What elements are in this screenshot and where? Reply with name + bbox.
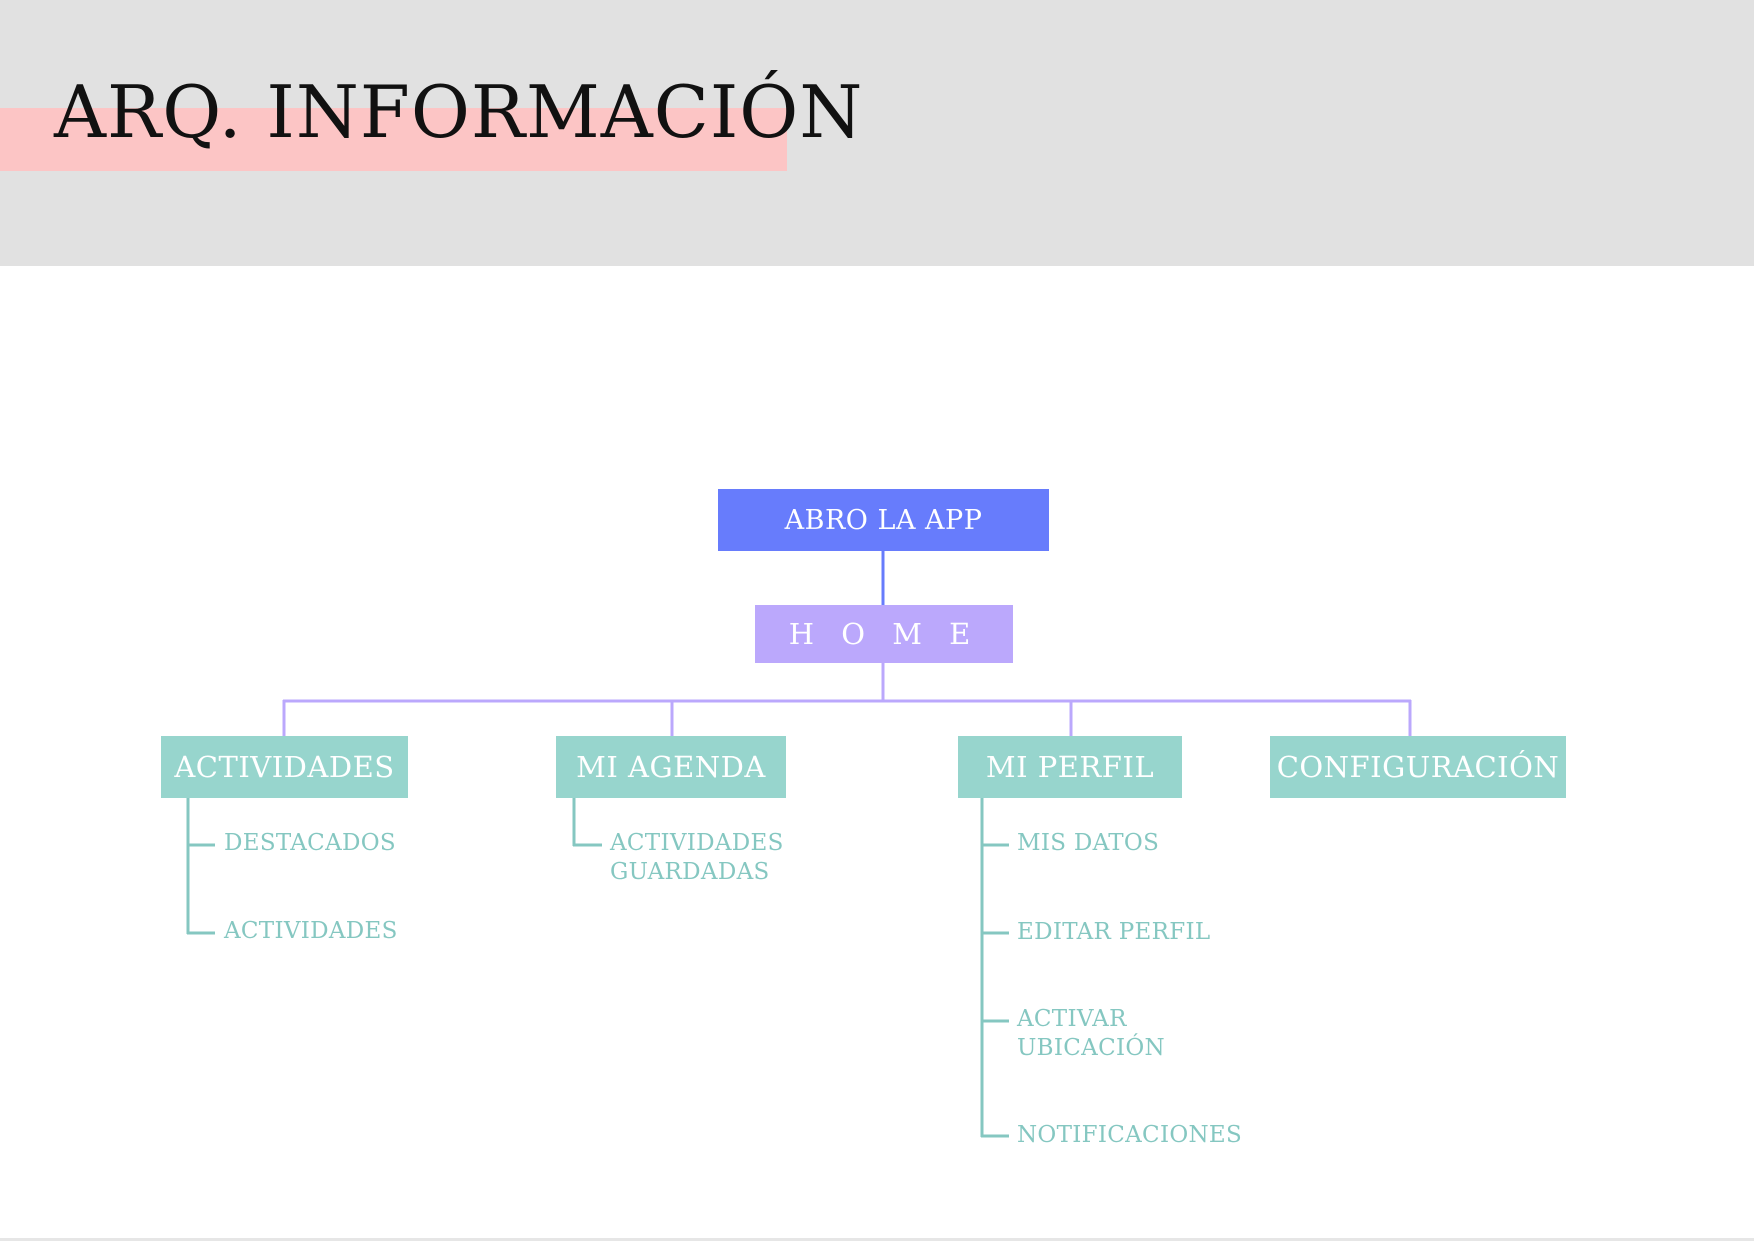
bottom-rule: [0, 1238, 1754, 1241]
node-actividades: ACTIVIDADES: [161, 736, 408, 798]
node-home: H O M E: [755, 605, 1013, 663]
node-mi-agenda: MI AGENDA: [556, 736, 786, 798]
leaf-line: EDITAR PERFIL: [1017, 919, 1211, 945]
leaf-line: ACTIVIDADES: [224, 918, 398, 944]
leaf-actividades: ACTIVIDADES: [224, 917, 398, 946]
node-abro-la-app: ABRO LA APP: [718, 489, 1049, 551]
leaf-line: GUARDADAS: [610, 859, 770, 885]
leaf-activar-ubicacion: ACTIVAR UBICACIÓN: [1017, 1005, 1165, 1063]
leaf-destacados: DESTACADOS: [224, 829, 396, 858]
leaf-line: MIS DATOS: [1017, 830, 1160, 856]
leaf-mis-datos: MIS DATOS: [1017, 829, 1159, 858]
leaf-editar-perfil: EDITAR PERFIL: [1017, 918, 1210, 947]
leaf-line: ACTIVAR: [1017, 1006, 1127, 1032]
leaf-line: DESTACADOS: [224, 830, 396, 856]
leaf-notificaciones: NOTIFICACIONES: [1017, 1121, 1242, 1150]
leaf-line: NOTIFICACIONES: [1017, 1122, 1243, 1148]
leaf-line: ACTIVIDADES: [610, 830, 784, 856]
leaf-actividades-guardadas: ACTIVIDADES GUARDADAS: [610, 829, 784, 887]
leaf-line: UBICACIÓN: [1017, 1035, 1165, 1061]
node-mi-perfil: MI PERFIL: [958, 736, 1182, 798]
page-title: ARQ. INFORMACIÓN: [54, 70, 864, 154]
title-highlight: [0, 108, 787, 171]
node-configuracion: CONFIGURACIÓN: [1270, 736, 1566, 798]
